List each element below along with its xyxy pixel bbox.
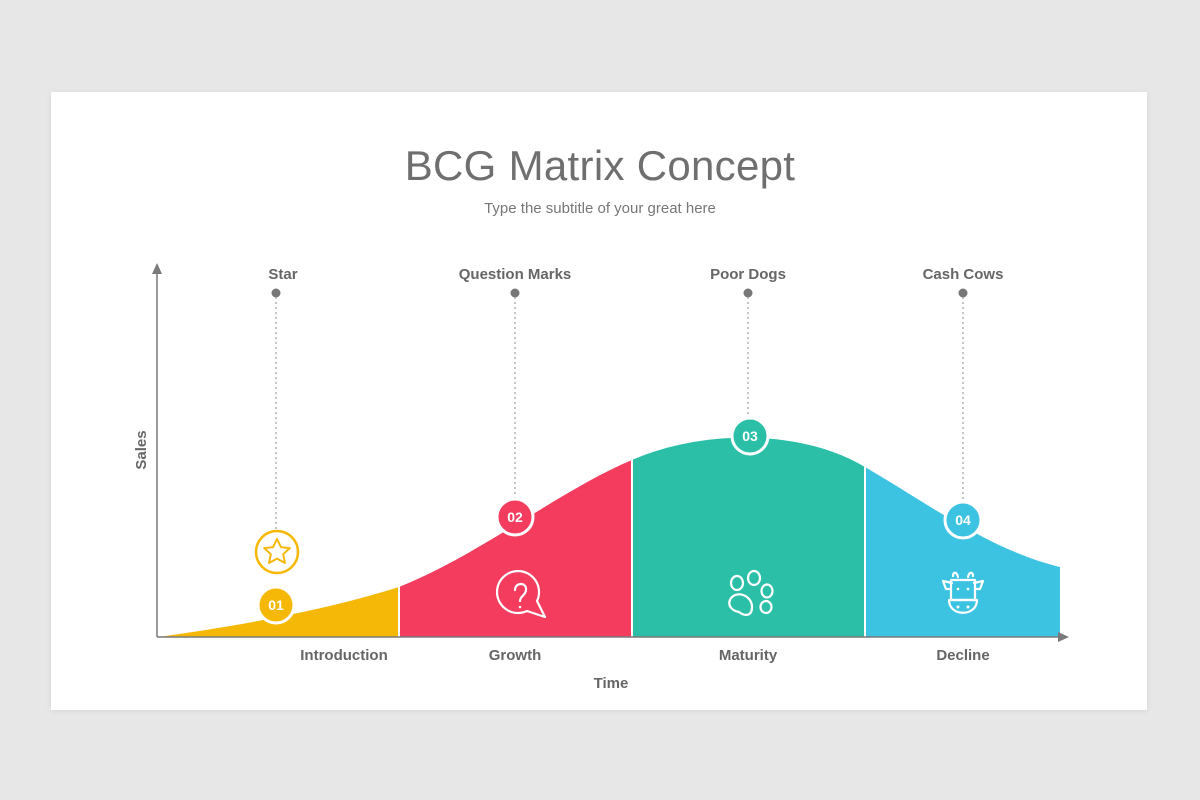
- x-axis-label: Time: [594, 675, 629, 692]
- badge-03: 03: [730, 416, 770, 456]
- category-star: Star: [268, 266, 298, 530]
- badge-02: 02: [495, 497, 535, 537]
- cow-icon: [941, 571, 985, 614]
- stage-label-growth: Growth: [489, 647, 542, 664]
- x-axis: [157, 632, 1069, 642]
- svg-text:02: 02: [507, 509, 523, 525]
- segment-introduction: [158, 587, 399, 637]
- y-axis-label: Sales: [133, 430, 150, 469]
- stage-label-maturity: Maturity: [719, 647, 778, 664]
- segment-maturity: [632, 437, 865, 637]
- category-label-star: Star: [268, 266, 297, 283]
- category-label-question-marks: Question Marks: [459, 266, 572, 283]
- stage-label-decline: Decline: [936, 647, 989, 664]
- badge-04: 04: [943, 500, 983, 540]
- stage-label-introduction: Introduction: [300, 647, 387, 664]
- badge-01: 01: [256, 585, 296, 625]
- category-label-cash-cows: Cash Cows: [923, 266, 1004, 283]
- svg-text:01: 01: [268, 597, 284, 613]
- paw-icon: [728, 569, 774, 616]
- y-axis: [152, 263, 162, 637]
- svg-text:03: 03: [742, 428, 758, 444]
- slide-title: BCG Matrix Concept: [404, 142, 796, 189]
- star-icon: [254, 529, 300, 575]
- question-bubble-icon: [495, 569, 547, 619]
- segment-decline: [865, 467, 1060, 637]
- category-cash-cows: Cash Cows: [923, 266, 1004, 502]
- category-question-marks: Question Marks: [459, 266, 572, 500]
- svg-text:04: 04: [955, 512, 971, 528]
- category-poor-dogs: Poor Dogs: [710, 266, 786, 418]
- segment-growth: [399, 460, 632, 637]
- category-label-poor-dogs: Poor Dogs: [710, 266, 786, 283]
- slide-subtitle: Type the subtitle of your great here: [484, 200, 716, 217]
